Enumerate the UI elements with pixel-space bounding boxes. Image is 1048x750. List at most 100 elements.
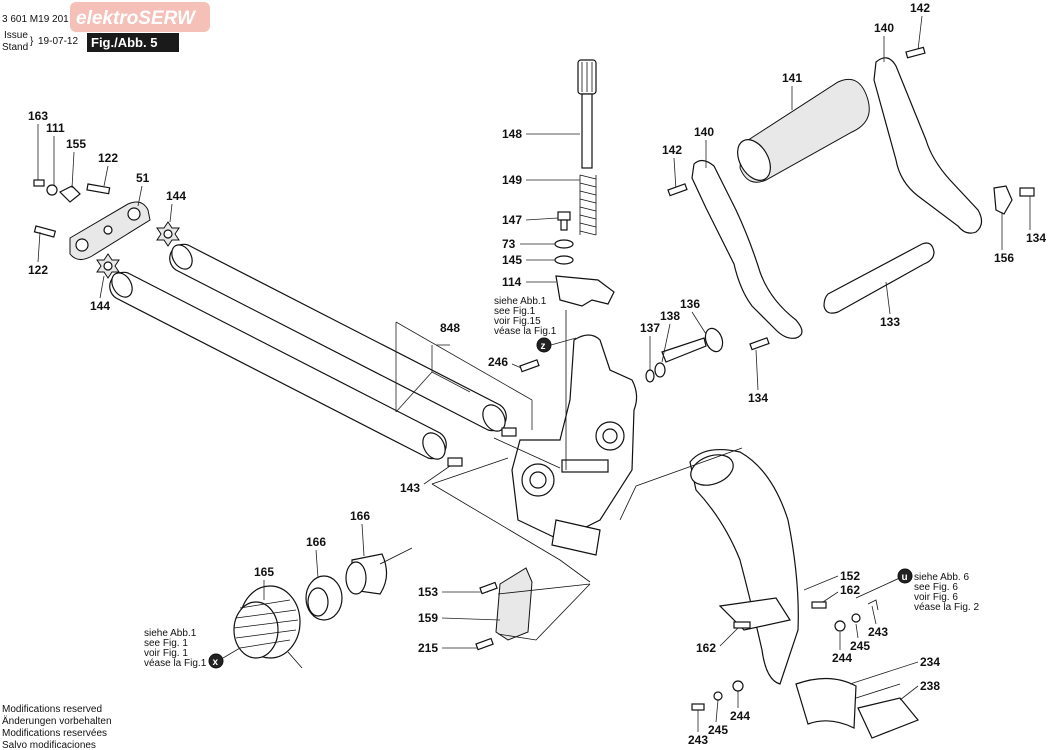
label-145: 145 [502,253,522,267]
ref-bottom-line-1: siehe Abb.1 [144,628,197,639]
label-163: 163 [28,109,48,123]
label-140b: 140 [694,125,714,139]
label-243a: 243 [868,625,888,639]
part-159-bracket [495,567,533,641]
label-136: 136 [680,297,700,311]
issue-label: Issue [4,30,28,41]
label-156: 156 [994,251,1014,265]
label-137: 137 [640,321,660,335]
label-142a: 142 [910,1,930,15]
label-162b: 162 [696,641,716,655]
label-152: 152 [840,569,860,583]
small-fasteners [447,46,926,711]
ref-abb6-line-1: siehe Abb. 6 [914,572,969,583]
label-238: 238 [920,679,940,693]
footer-line-3: Modifications reservées [2,728,107,739]
ref-marker-z-text: z [541,341,546,352]
label-244b: 244 [730,709,750,723]
label-155: 155 [66,137,86,151]
reference-abb1-top: siehe Abb.1 see Fig.1 voir Fig.15 véase … [494,296,577,353]
label-246: 246 [488,355,508,369]
part-166-bearing [305,575,343,621]
label-138: 138 [660,309,680,323]
assembly-guide-lines [379,437,905,699]
figure-label-box [87,33,179,52]
ref-bottom-line-2: see Fig. 1 [144,638,188,649]
small-screws-left [33,179,111,238]
small-parts-147-73-145 [554,211,574,265]
part-labels: 142 140 141 148 140 142 149 147 73 145 1… [28,1,1046,747]
part-51-plate [69,201,151,260]
ref-abb6-line-3: voir Fig. 6 [914,592,958,603]
issue-date: 19-07-12 [38,36,78,47]
reference-abb6: u siehe Abb. 6 see Fig. 6 voir Fig. 6 vé… [897,568,979,613]
label-142b: 142 [662,143,682,157]
label-153: 153 [418,585,438,599]
footer-line-4: Salvo modificaciones [2,740,96,750]
label-149: 149 [502,173,522,187]
svg-text:}: } [30,36,34,47]
ref-marker-u-text: u [902,572,908,583]
label-165: 165 [254,565,274,579]
part-234-cover [795,677,857,729]
ref-bottom-line-3: voir Fig. 1 [144,648,188,659]
part-149-spring [579,174,597,236]
figure-label: Fig./Abb. 5 [91,35,157,50]
label-111: 111 [46,121,65,135]
ref-top-line-3: voir Fig.15 [494,316,541,327]
watermark-text: elektroSERW [76,8,197,29]
part-148-rod [577,59,597,169]
label-243b: 243 [688,733,708,747]
part-133-rod [823,242,935,314]
footer-line-2: Änderungen vorbehalten [2,715,112,727]
part-238-cover [857,697,919,739]
part-144-star-knobs [96,221,180,279]
part-166-bushing [345,553,388,595]
ref-abb6-line-2: see Fig. 6 [914,582,958,593]
label-140a: 140 [874,21,894,35]
label-134b: 134 [748,391,768,405]
label-215: 215 [418,641,438,655]
label-245b: 245 [708,723,728,737]
part-141-handle [737,78,870,183]
part-140-arm-left [691,159,803,339]
ref-top-line-1: siehe Abb.1 [494,296,547,307]
label-51: 51 [136,171,150,185]
ref-top-line-2: see Fig.1 [494,306,536,317]
label-122a: 122 [98,151,118,165]
label-234: 234 [920,655,940,669]
footer-notice: Modifications reserved Änderungen vorbeh… [2,704,112,750]
watermark-logo: elektroSERW [70,2,210,32]
header: 3 601 M19 201 Issue Stand } 19-07-12 Fig… [2,14,179,53]
ref-marker-x-text: x [213,657,219,668]
label-848: 848 [440,321,460,335]
part-140-arm-right [873,57,983,234]
ref-marker-u [897,568,913,584]
label-244a: 244 [832,651,852,665]
label-159: 159 [418,611,438,625]
label-166b: 166 [306,535,326,549]
ref-abb6-line-4: véase la Fig. 2 [914,602,979,613]
label-141: 141 [782,71,802,85]
label-143: 143 [400,481,420,495]
footer-line-1: Modifications reserved [2,704,102,715]
stand-label: Stand [2,42,28,53]
label-144a: 144 [166,189,186,203]
part-136-pin [645,327,724,383]
part-165-spring [233,585,303,669]
ref-top-line-4: véase la Fig.1 [494,326,557,337]
reference-abb1-bottom: siehe Abb.1 see Fig. 1 voir Fig. 1 véase… [144,628,241,669]
ref-bottom-line-4: véase la Fig.1 [144,658,207,669]
label-147: 147 [502,213,522,227]
bracket-848 [395,321,533,430]
label-245a: 245 [850,639,870,653]
ref-marker-x [208,653,224,669]
part-114-plate [555,275,615,307]
label-162a: 162 [840,583,860,597]
label-144b: 144 [90,299,110,313]
doc-number: 3 601 M19 201 [2,14,69,25]
label-133: 133 [880,315,900,329]
part-156-bracket [993,185,1035,215]
label-114: 114 [502,275,522,289]
